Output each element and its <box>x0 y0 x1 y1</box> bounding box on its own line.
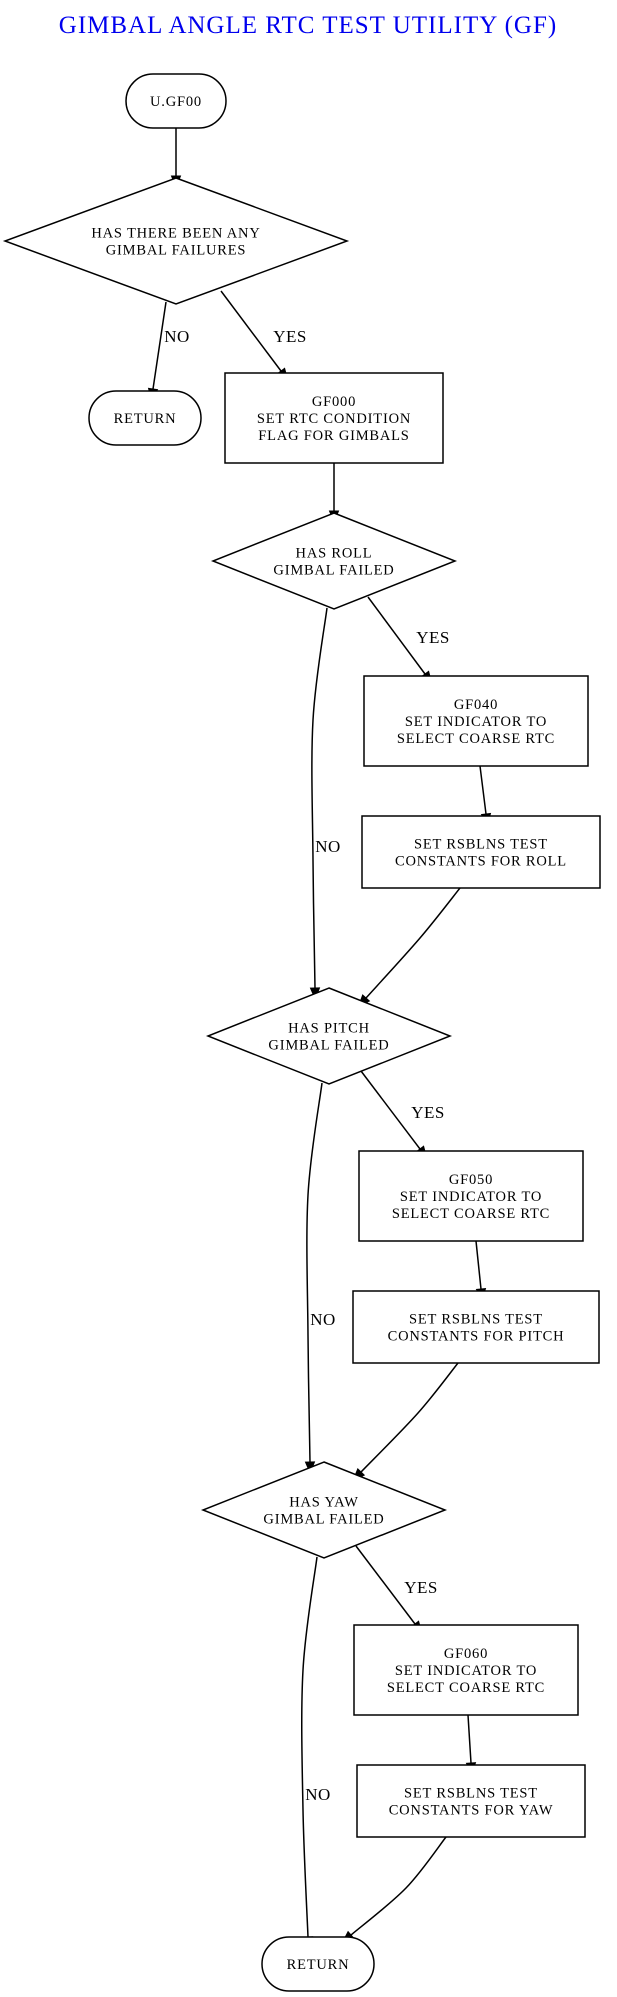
edge-roll-failed-to-pitch-failed <box>309 607 328 1001</box>
process-box <box>358 1150 584 1242</box>
node-text-line: SELECT COARSE RTC <box>387 1680 545 1696</box>
edge-line <box>367 596 426 675</box>
node-text-line: GIMBAL FAILED <box>273 563 394 579</box>
node-text-line: HAS PITCH <box>288 1021 370 1037</box>
yes-label: YES <box>411 1103 445 1122</box>
decision-diamond <box>2 177 350 305</box>
edge-line <box>301 1556 318 1938</box>
node-text-line: FLAG FOR GIMBALS <box>258 428 409 444</box>
decision-diamond <box>205 987 453 1085</box>
edge-pitch-consts-to-yaw-failed <box>352 1362 459 1481</box>
process-box <box>363 675 589 767</box>
edge-labels-layer: NO YES YES NO YES NO YES NO <box>164 327 450 1804</box>
process-box <box>352 1290 600 1364</box>
diagram-title: GIMBAL ANGLE RTC TEST UTILITY (GF) <box>59 12 557 39</box>
node-text-line: SET INDICATOR TO <box>405 714 547 730</box>
edge-line <box>365 887 461 999</box>
node-text-line: HAS YAW <box>289 1495 359 1511</box>
node-text-line: GIMBAL FAILURES <box>106 243 247 259</box>
no-label: NO <box>315 837 341 856</box>
node-text-line: CONSTANTS FOR PITCH <box>388 1329 565 1345</box>
edge-yaw-consts-to-return-2 <box>341 1836 447 1944</box>
node-text-line: SET INDICATOR TO <box>400 1189 542 1205</box>
node-return-1: RETURN <box>88 390 202 446</box>
edge-line <box>306 1082 323 1463</box>
node-text-line: GF060 <box>444 1646 488 1662</box>
node-return-2: RETURN <box>261 1936 375 1992</box>
node-text-line: GF000 <box>312 394 356 410</box>
decision-diamond <box>200 1461 448 1559</box>
edge-line <box>152 301 167 390</box>
node-text-line: SET RTC CONDITION <box>257 411 411 427</box>
edge-line <box>360 1070 421 1150</box>
edge-line <box>479 765 487 815</box>
edge-any-failures-to-return-1 <box>147 301 167 402</box>
decision-diamond <box>210 512 458 610</box>
node-text-line: SELECT COARSE RTC <box>392 1206 550 1222</box>
node-text-line: U.GF00 <box>150 94 202 110</box>
process-box <box>353 1624 579 1716</box>
node-text-line: CONSTANTS FOR ROLL <box>395 854 567 870</box>
node-text-line: GF050 <box>449 1172 493 1188</box>
edge-line <box>467 1714 472 1764</box>
node-text-line: GF040 <box>454 697 498 713</box>
edge-roll-consts-to-pitch-failed <box>357 887 461 1008</box>
node-text-line: SET RSBLNS TEST <box>404 1786 538 1802</box>
edge-line <box>220 290 282 372</box>
process-box <box>361 815 601 889</box>
yes-label: YES <box>416 628 450 647</box>
edge-pitch-failed-to-yaw-failed <box>304 1082 323 1475</box>
edge-yaw-failed-to-return-2 <box>301 1556 318 1950</box>
node-text-line: SET RSBLNS TEST <box>414 837 548 853</box>
edge-line <box>360 1362 459 1473</box>
yes-label: YES <box>404 1578 438 1597</box>
node-text-line: SET INDICATOR TO <box>395 1663 537 1679</box>
node-text-line: SELECT COARSE RTC <box>397 731 555 747</box>
terminal-shape <box>125 73 227 129</box>
edge-line <box>475 1240 482 1290</box>
process-box <box>224 372 444 464</box>
no-label: NO <box>310 1310 336 1329</box>
terminal-shape <box>261 1936 375 1992</box>
edge-line <box>355 1545 416 1625</box>
no-label: NO <box>305 1785 331 1804</box>
node-text-line: HAS ROLL <box>296 546 373 562</box>
node-text-line: GIMBAL FAILED <box>263 1512 384 1528</box>
node-text-line: GIMBAL FAILED <box>268 1038 389 1054</box>
process-box <box>356 1764 586 1838</box>
terminal-shape <box>88 390 202 446</box>
node-start: U.GF00 <box>125 73 227 129</box>
node-text-line: CONSTANTS FOR YAW <box>389 1803 554 1819</box>
edge-line <box>350 1836 447 1936</box>
yes-label: YES <box>273 327 307 346</box>
node-text-line: HAS THERE BEEN ANY <box>91 226 260 242</box>
no-label: NO <box>164 327 190 346</box>
edge-line <box>311 607 328 989</box>
node-text-line: RETURN <box>114 411 177 427</box>
node-text-line: SET RSBLNS TEST <box>409 1312 543 1328</box>
node-text-line: RETURN <box>287 1957 350 1973</box>
